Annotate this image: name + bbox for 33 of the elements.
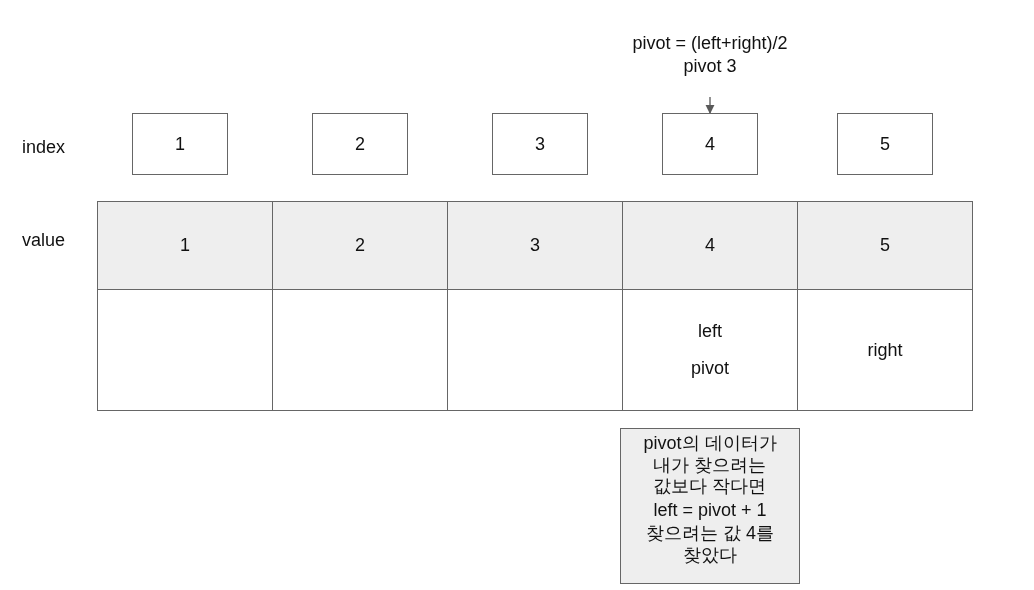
value-cell [797,201,973,290]
index-box [662,113,758,175]
cell-text: right [867,339,903,361]
cell-text: 3 [535,133,545,155]
index-box [312,113,408,175]
formula-line: pivot = (left+right)/2 [632,33,788,54]
index-box [492,113,588,175]
index-box [837,113,933,175]
note-box [620,428,800,584]
cell-text: 1 [175,133,185,155]
note-text: left = pivot + 1 [653,499,767,522]
cell-text: 5 [880,133,890,155]
cell-text: 1 [180,235,190,256]
arrow [705,96,715,114]
cell-text: pivot [691,358,729,379]
cell-text: 4 [705,133,715,155]
value-cell [622,201,798,290]
cell-text: 3 [530,235,540,256]
row-label: value [22,230,66,251]
row-label: index [22,137,66,158]
value-cell [97,201,273,290]
cell-text: 5 [880,235,890,256]
pointer-cell [97,289,273,411]
cell-text: 2 [355,235,365,256]
cell-text: 2 [355,133,365,155]
formula-line: pivot 3 [683,56,737,77]
cell-text: 4 [705,235,715,256]
value-cell [447,201,623,290]
value-cell [272,201,448,290]
cell-text: left [698,321,722,342]
note-text: 찾으려는 값 4를 찾았다 [645,523,775,567]
pointer-cell [797,289,973,411]
index-box [132,113,228,175]
